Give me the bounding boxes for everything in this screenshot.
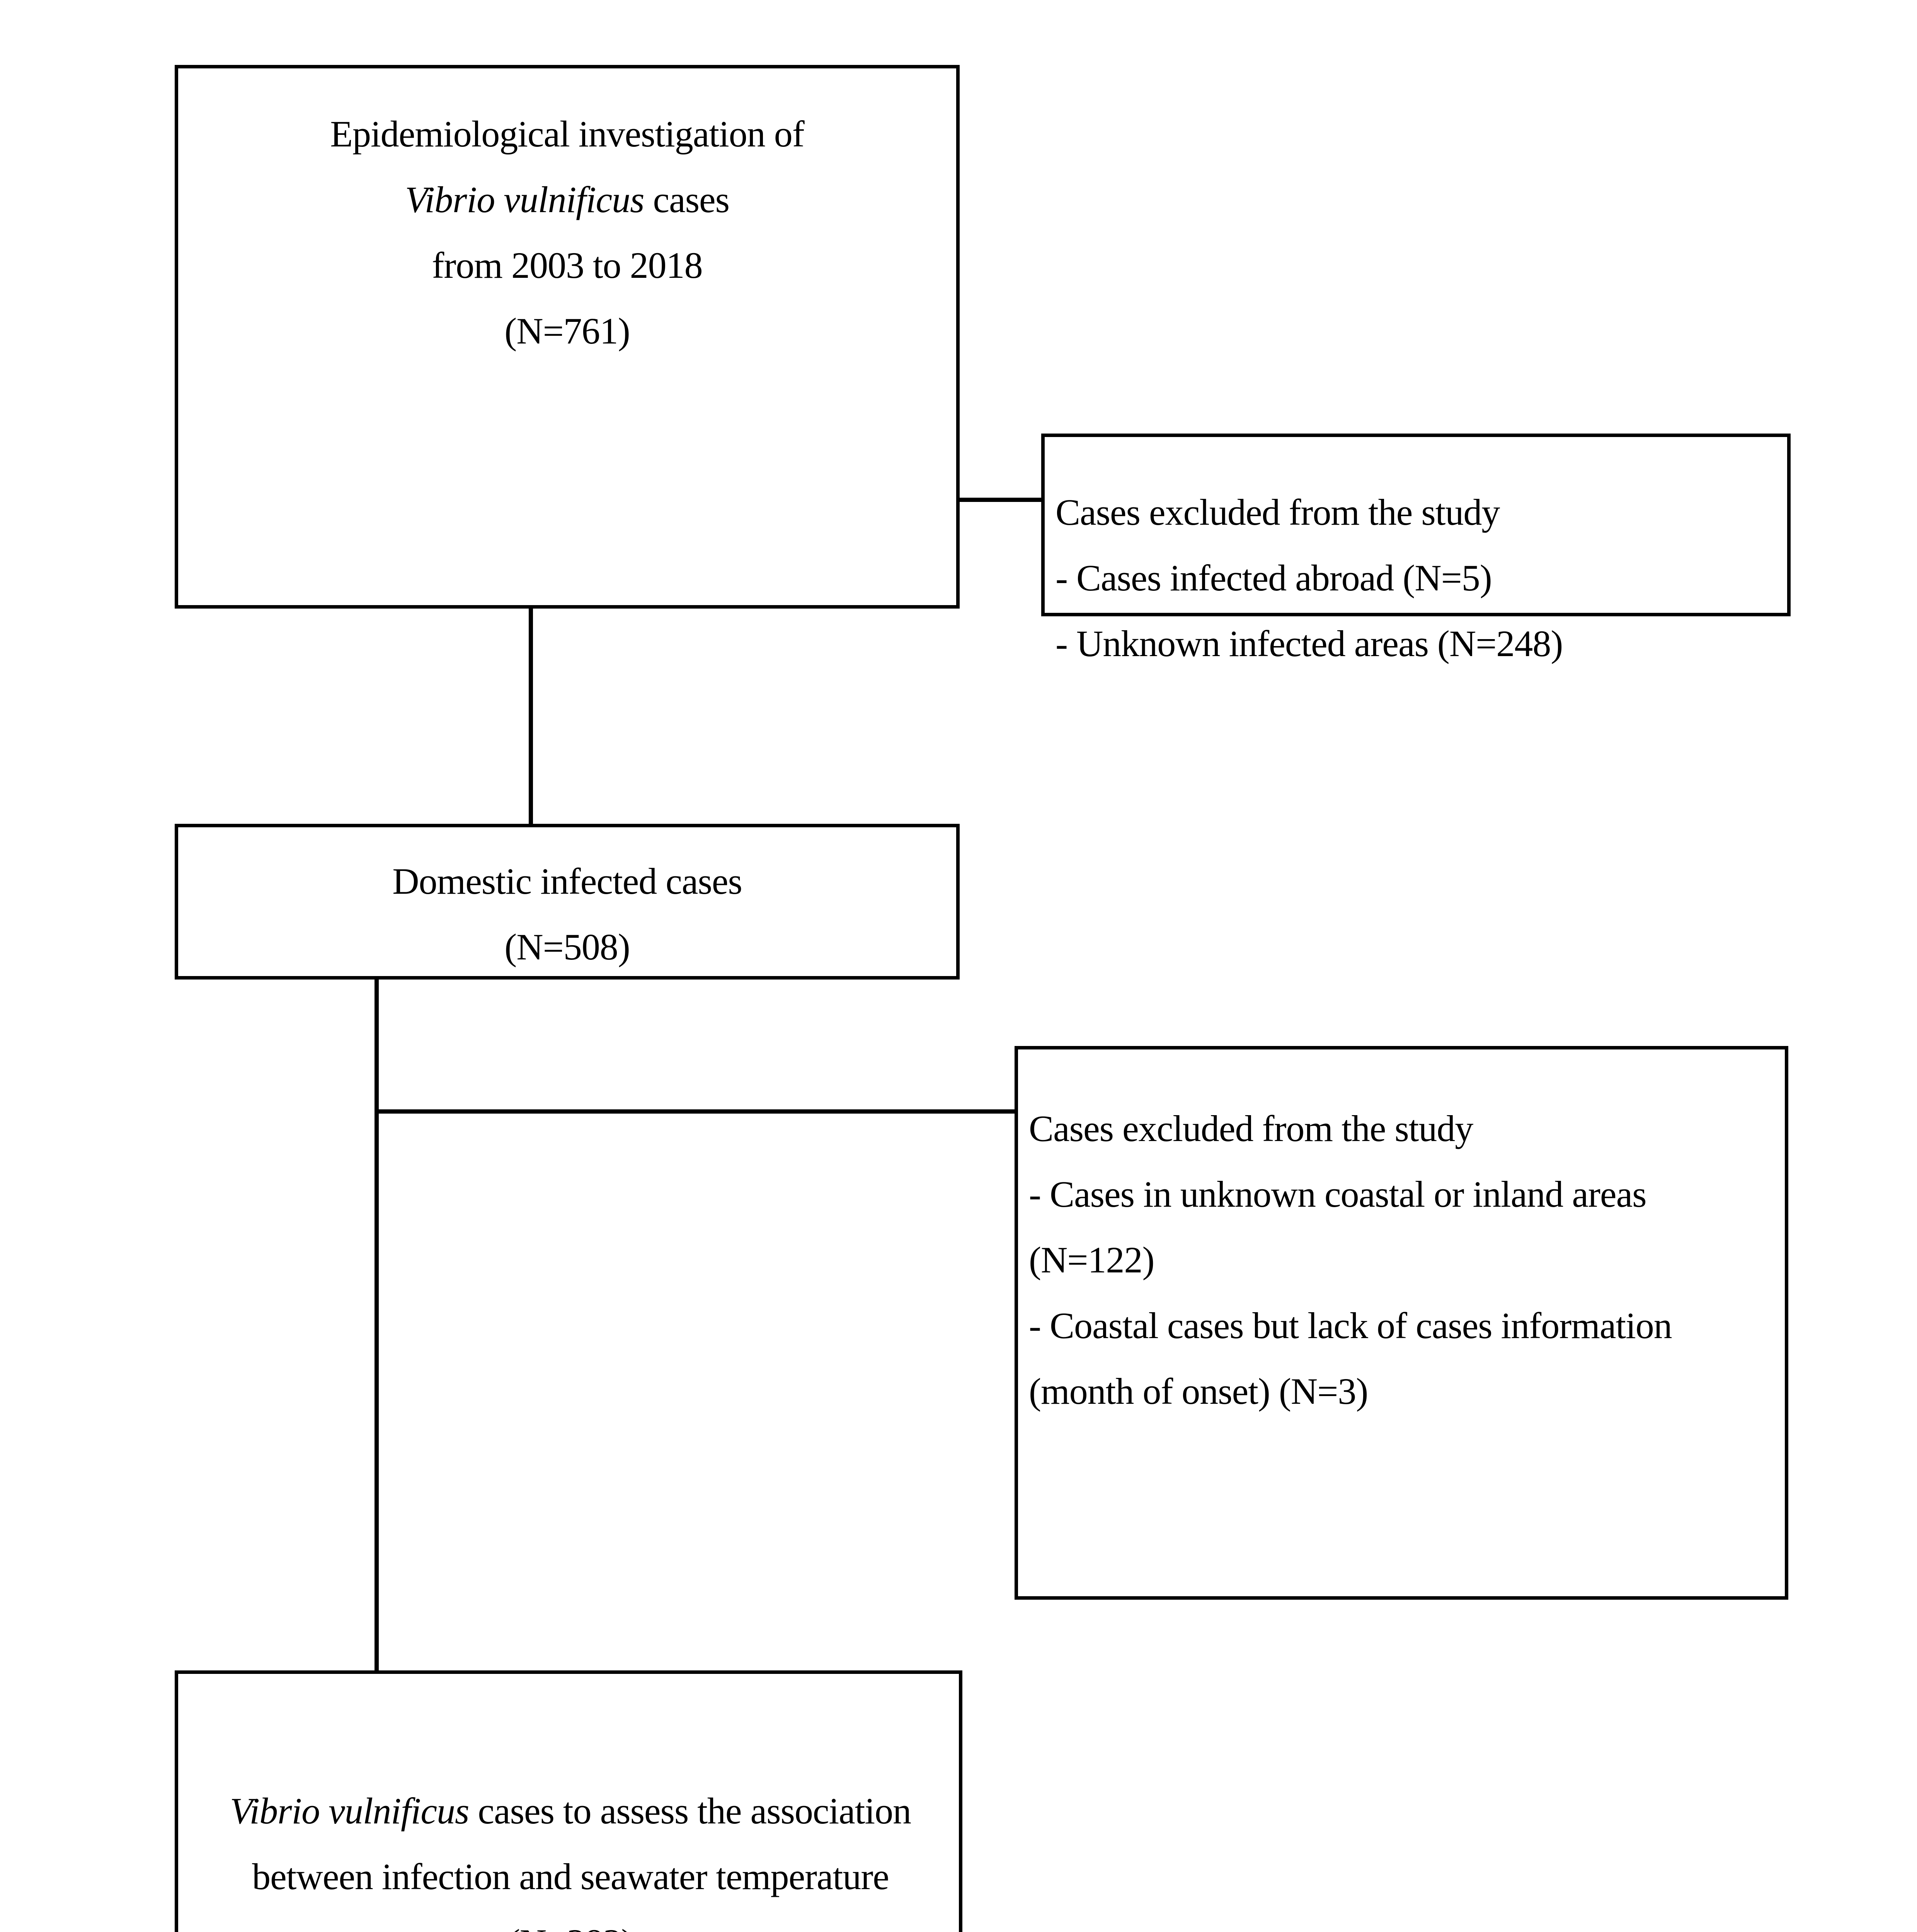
node-cases-excluded-2: Cases excluded from the study - Cases in… [1015,1046,1788,1600]
node-epidemiological-investigation: Epidemiological investigation of Vibrio … [175,65,960,609]
exclusion-1-text: Cases excluded from the study - Cases in… [1045,480,1787,677]
connector-domestic-to-exclusion-2 [375,1109,1015,1114]
final-box-text: Vibrio vulnificus cases to assess the as… [178,1778,959,1932]
start-box-text: Epidemiological investigation of Vibrio … [178,101,956,364]
exclusion-2-item-2: - Coastal cases but lack of cases inform… [1029,1305,1672,1412]
exclusion-2-item-1: - Cases in unknown coastal or inland are… [1029,1173,1647,1281]
connector-domestic-to-final [375,980,379,1670]
domestic-line-1: Domestic infected cases [392,861,742,902]
node-final-analysis-cases: Vibrio vulnificus cases to assess the as… [175,1670,962,1932]
exclusion-2-text: Cases excluded from the study - Cases in… [1018,1096,1785,1424]
start-line-3: from 2003 to 2018 [432,245,703,286]
domestic-box-text: Domestic infected cases (N=508) [178,849,956,980]
species-name-italic: Vibrio vulnificus [405,179,644,220]
exclusion-1-heading: Cases excluded from the study [1056,492,1500,533]
connector-start-to-domestic [529,609,533,824]
final-species-name-italic: Vibrio vulnificus [230,1790,469,1832]
final-description: cases to assess the association between … [252,1790,911,1932]
domestic-line-2-count: (N=508) [504,926,630,968]
start-line-2: Vibrio vulnificus cases [178,167,956,233]
exclusion-2-heading: Cases excluded from the study [1029,1108,1473,1149]
species-suffix: cases [644,179,730,220]
exclusion-1-item-2: - Unknown infected areas (N=248) [1056,623,1563,664]
start-line-4-count: (N=761) [504,310,630,352]
exclusion-1-item-1: - Cases infected abroad (N=5) [1056,557,1492,599]
node-cases-excluded-1: Cases excluded from the study - Cases in… [1041,434,1791,664]
node-domestic-infected-cases: Domestic infected cases (N=508) [175,824,960,980]
start-line-1: Epidemiological investigation of [330,113,804,155]
